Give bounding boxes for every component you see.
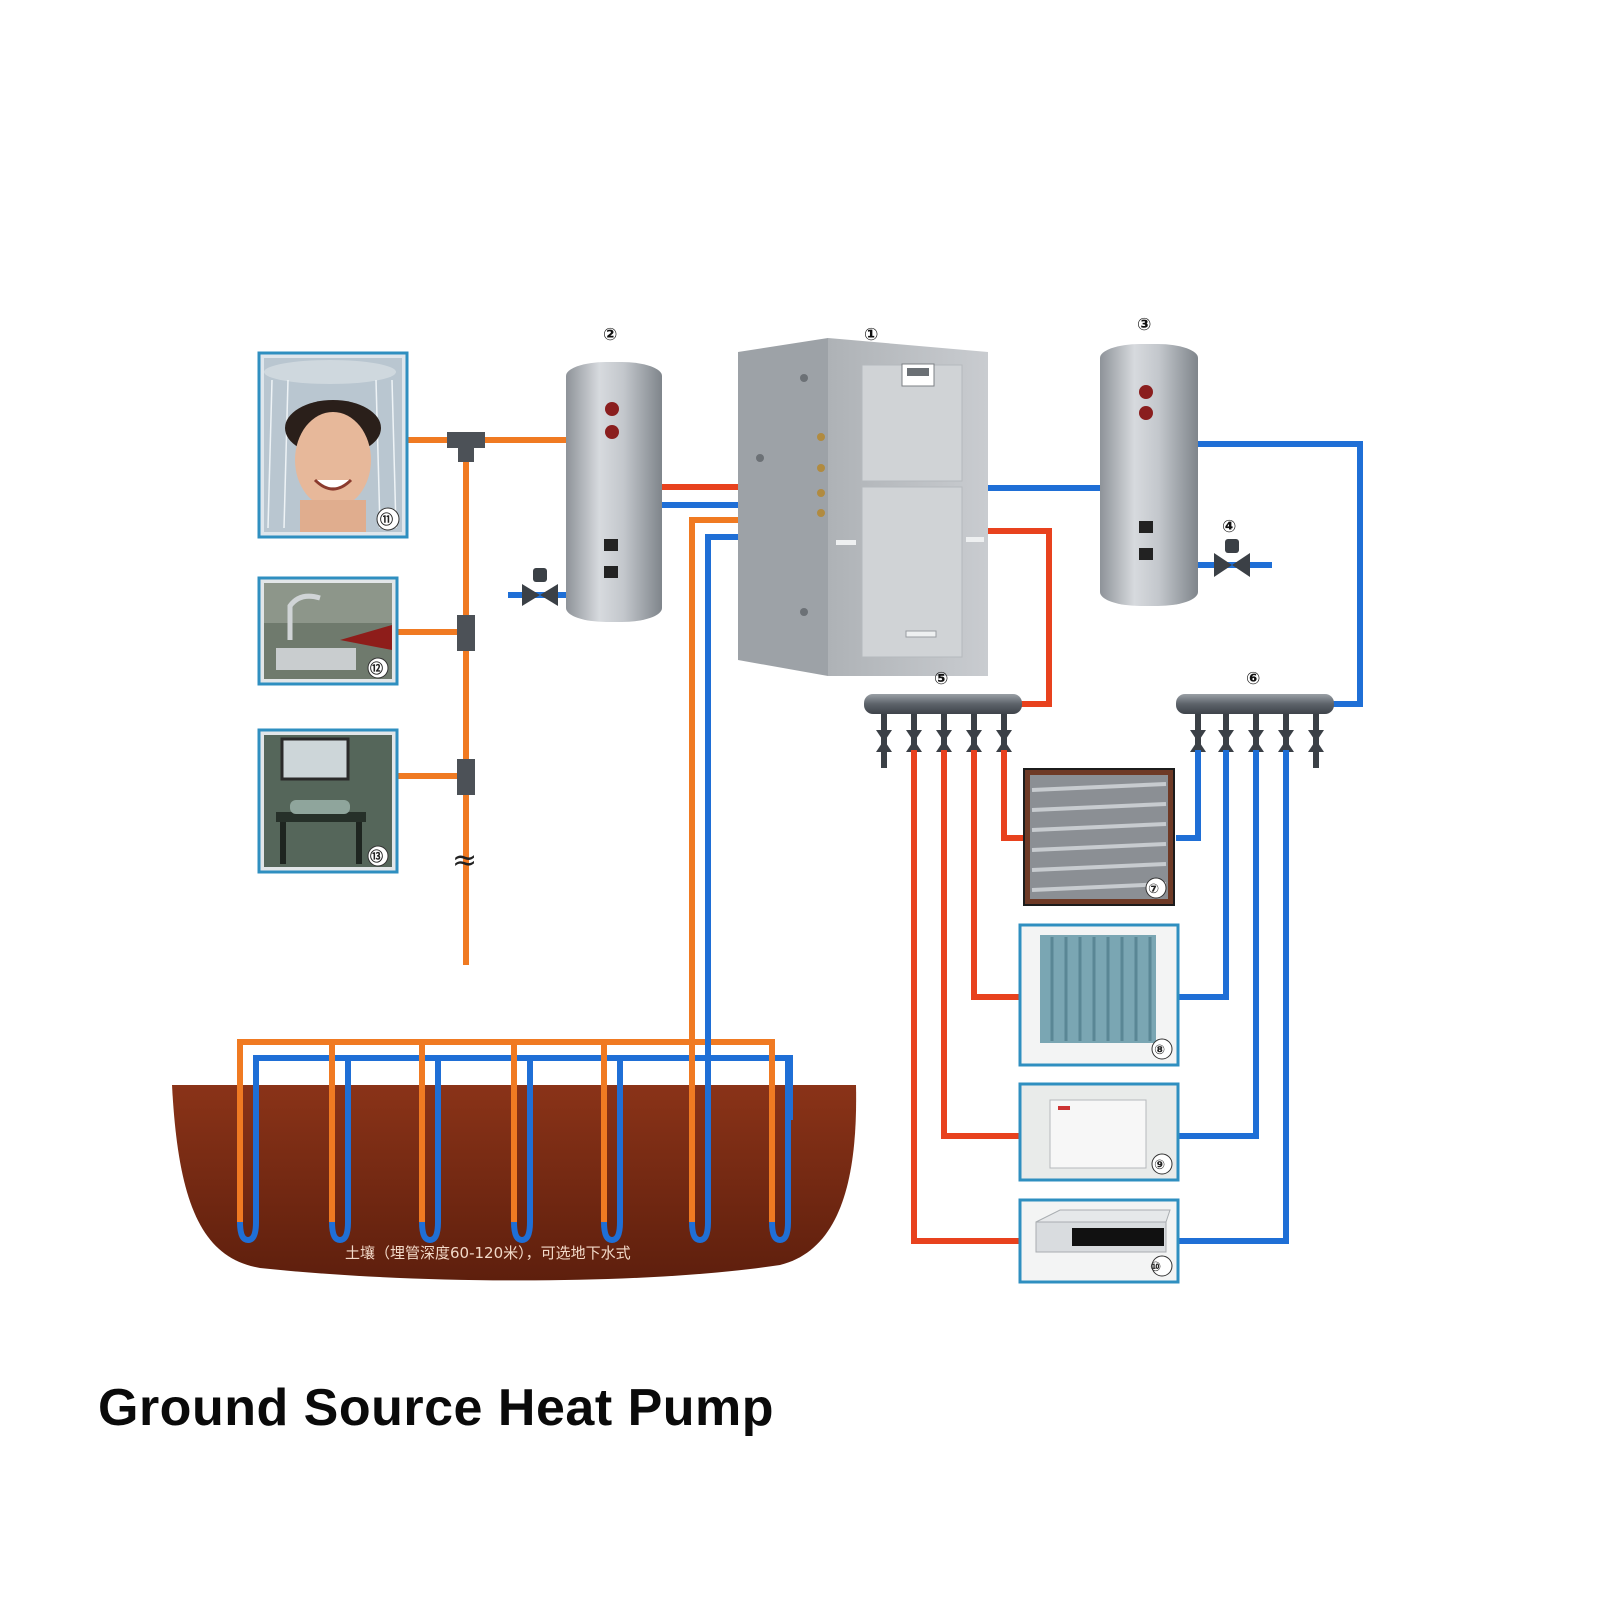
borehole-loop-blue: [511, 1042, 533, 1244]
manifold-return-label: ⑥: [1246, 669, 1260, 689]
floor-heating-panel: ⑦: [1023, 768, 1175, 906]
tee-fitting-basin: [457, 759, 475, 795]
diagram-title: Ground Source Heat Pump: [98, 1379, 775, 1437]
ground-description: 土壤（埋管深度60-120米），可选地下水式: [345, 1244, 631, 1262]
riser-orange-to-unit: [689, 517, 742, 1042]
valve-left: [508, 568, 566, 606]
pipe-tank3-manifold6-blue: [1198, 441, 1363, 707]
manifold-valve: [1308, 714, 1324, 752]
radiator-panel: ⑧: [1018, 923, 1180, 1067]
manifold-valve: [966, 714, 982, 752]
radiator-label: ⑧: [1154, 1043, 1165, 1058]
pipe-unit-manifold5-red: [988, 528, 1052, 707]
borehole-loop-blue: [237, 1042, 259, 1244]
heat-pump-label: ①: [864, 325, 878, 345]
supply-distribution: [911, 750, 1024, 1244]
manifold-valve: [1190, 714, 1206, 752]
duct-unit-label: ⑩: [1150, 1260, 1161, 1275]
kitchen-tap-photo: ⑫: [257, 576, 399, 686]
washbasin-label: ⑬: [370, 849, 383, 865]
return-distribution: [1176, 750, 1289, 1244]
borehole-loop-blue: [419, 1042, 441, 1244]
manifold-valve: [1278, 714, 1294, 752]
manifold-valve: [936, 714, 952, 752]
borehole-loop-blue: [329, 1042, 351, 1244]
buffer-tank-right: ③: [1100, 315, 1198, 606]
ground-loop-field: 土壤（埋管深度60-120米），可选地下水式: [172, 1039, 857, 1281]
manifold-valve: [876, 714, 892, 752]
manifold-drain-stub: [881, 750, 887, 768]
return-manifold: ⑥: [1176, 669, 1334, 768]
borehole-loop-blue: [769, 1042, 791, 1244]
tee-fitting-top-stem: [458, 440, 474, 462]
pipe-break-symbol: ≈: [452, 843, 477, 878]
manifold-valve: [1218, 714, 1234, 752]
dhw-branch: ≈: [398, 432, 570, 965]
manifold-valve: [1248, 714, 1264, 752]
valve-right: ④: [1198, 517, 1272, 577]
manifold-valve: [906, 714, 922, 752]
washbasin-photo: ⑬: [257, 728, 399, 874]
tee-fitting-kitchen: [457, 615, 475, 651]
borehole-loop-blue: [601, 1042, 623, 1244]
manifold-valve: [996, 714, 1012, 752]
borehole-loops: [237, 1042, 791, 1244]
kitchen-tap-label: ⑫: [370, 661, 383, 677]
riser-blue-to-unit: [705, 534, 742, 1058]
borehole-loop-blue: [689, 1042, 711, 1244]
fan-coil-panel: ⑨: [1018, 1082, 1180, 1182]
shower-photo: ⑪: [257, 351, 409, 539]
shower-label: ⑪: [380, 512, 393, 528]
duct-unit-panel: ⑩: [1018, 1198, 1180, 1284]
heat-pump-unit: ①: [738, 325, 988, 676]
tank-left-label: ②: [603, 325, 617, 345]
buffer-tank-left: ②: [566, 325, 662, 622]
floor-heating-label: ⑦: [1148, 882, 1159, 897]
manifold-drain-stub: [1313, 750, 1319, 768]
manifold-supply-label: ⑤: [934, 669, 948, 689]
fan-coil-label: ⑨: [1154, 1158, 1165, 1173]
valve-right-label: ④: [1222, 517, 1236, 537]
tank-right-label: ③: [1137, 315, 1151, 335]
supply-manifold: ⑤: [864, 669, 1022, 768]
